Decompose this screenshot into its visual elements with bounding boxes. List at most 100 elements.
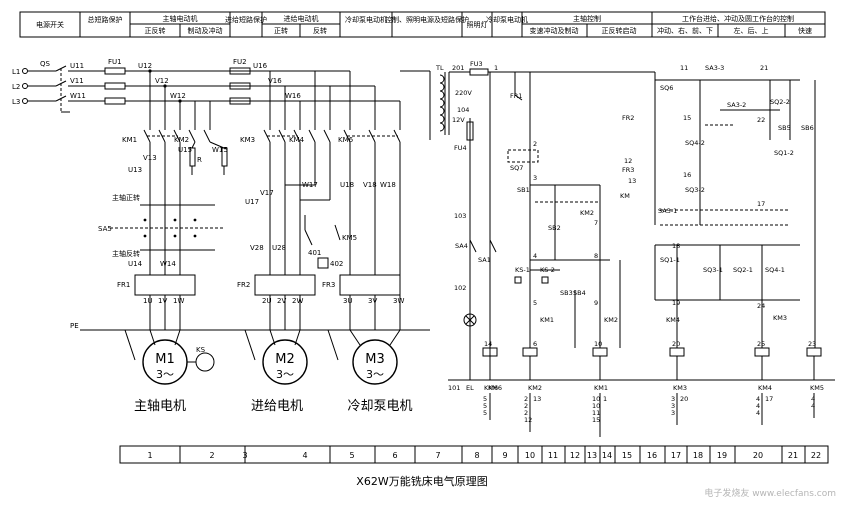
control-label: FR1	[510, 92, 522, 100]
wire-label: R	[197, 156, 202, 164]
wire-label: FU2	[233, 58, 247, 66]
contact-ref: 3	[671, 395, 675, 403]
wire-label: V17	[260, 189, 274, 197]
coil-references: KM6 KM2 KM1 KM3 KM4 5 5 5 2 2 2 12 13 10…	[483, 384, 815, 437]
footer-cell: 5	[349, 451, 354, 460]
wire-label: U12	[138, 62, 152, 70]
control-label: SQ4-1	[765, 266, 785, 274]
header-texts: 电源开关 总短路保护 主轴电动机 进给短路保护 进给电动机 冷却泵电动机 控制、…	[36, 14, 812, 35]
header-subcell: 正反转启动	[602, 26, 637, 35]
control-label: 25	[757, 340, 765, 348]
wire-label: 402	[330, 260, 343, 268]
control-label: 10	[594, 340, 602, 348]
control-label: SB6	[801, 124, 814, 132]
wire-label: U17	[245, 198, 259, 206]
control-label: 14	[484, 340, 492, 348]
control-label: SB1	[517, 186, 530, 194]
control-label: 3	[533, 174, 537, 182]
wire-label: W16	[285, 92, 301, 100]
wire-label: FR1	[117, 281, 130, 289]
control-label: 6	[533, 340, 537, 348]
wire-label: 2V	[277, 297, 286, 305]
contact-ref: 2	[524, 409, 528, 417]
control-label: KM	[620, 192, 630, 200]
wire-label: W12	[170, 92, 186, 100]
header-cell: 电源开关	[36, 20, 64, 29]
contact-ref: 4	[811, 395, 815, 403]
wire-label: V11	[70, 77, 84, 85]
control-label: SQ7	[510, 164, 523, 172]
wire-label: U28	[272, 244, 286, 252]
control-label: KM3	[773, 314, 787, 322]
control-label: FU3	[470, 60, 483, 68]
control-label: SQ3-1	[703, 266, 723, 274]
contact-ref: 2	[524, 395, 528, 403]
header-cell: 工作台进给、冲动及圆工作台的控制	[682, 14, 794, 23]
power-labels: L1 L2 L3 QS U11 V11 W11 FU1 U12 V12 W12 …	[12, 58, 404, 354]
header-table	[19, 11, 826, 38]
control-label: 19	[672, 299, 680, 307]
contact-ref: 3	[671, 402, 675, 410]
control-label: FR2	[622, 114, 634, 122]
coil-name: KM4	[758, 384, 772, 392]
control-label: 15	[683, 114, 691, 122]
footer-cell: 15	[622, 451, 632, 460]
header-cell: 控制、照明电源及短路保护	[385, 15, 469, 24]
control-label: KM2	[580, 209, 594, 217]
header-cell: 总短路保护	[88, 15, 123, 24]
header-subcell: 变速冲动及制动	[530, 26, 579, 35]
footer-cell: 17	[671, 451, 681, 460]
footer-strip	[119, 445, 829, 464]
control-label: 1	[494, 64, 498, 72]
wire-label: FU1	[108, 58, 122, 66]
wire-label: KS	[196, 346, 206, 354]
footer-cell: 18	[693, 451, 703, 460]
coil-name: KM3	[673, 384, 687, 392]
wire-label: 3V	[368, 297, 377, 305]
wire-label: U13	[128, 166, 142, 174]
contact-ref: 2	[524, 402, 528, 410]
footer-cell: 14	[602, 451, 612, 460]
contact-ref: 4	[756, 395, 760, 403]
wire-label: V13	[143, 154, 157, 162]
footer-cell: 13	[587, 451, 597, 460]
contact-ref: 17	[765, 395, 773, 403]
wire-label: 主轴反转	[112, 249, 140, 258]
motor-name: 进给电机	[251, 399, 303, 414]
coil-name: KM1	[594, 384, 608, 392]
control-label: SQ4-2	[685, 139, 705, 147]
control-label: 18	[672, 242, 680, 250]
control-label: 104	[457, 106, 469, 114]
contact-ref: 20	[680, 395, 688, 403]
motor-phase: 3～	[276, 368, 294, 381]
wire-label: W17	[302, 181, 318, 189]
contact-ref: 4	[756, 409, 760, 417]
wire-label: FR2	[237, 281, 250, 289]
control-label: SB2	[548, 224, 561, 232]
control-label: KS-1	[515, 266, 530, 274]
wire-label: PE	[70, 322, 79, 330]
control-label: SQ2-2	[770, 98, 790, 106]
control-label: 2	[533, 140, 537, 148]
control-label: 12	[624, 157, 632, 165]
footer-cell: 10	[525, 451, 535, 460]
control-label: 17	[757, 200, 765, 208]
motor-id: M3	[365, 352, 385, 367]
contact-ref: 4	[811, 402, 815, 410]
wire-label: U16	[253, 62, 268, 70]
contact-ref: 13	[533, 395, 541, 403]
motor-name: 冷却泵电机	[347, 399, 412, 414]
control-label: SQ1-1	[660, 256, 680, 264]
line-label: L1	[12, 68, 20, 76]
control-label: KM4	[666, 316, 680, 324]
control-label: 16	[683, 171, 691, 179]
footer-cell: 9	[502, 451, 507, 460]
footer-cell: 8	[474, 451, 479, 460]
wire-label: U18	[340, 181, 354, 189]
motor-phase: 3～	[366, 368, 384, 381]
footer-cell: 1	[147, 451, 152, 460]
control-label: 7	[594, 219, 598, 227]
motor-labels: M1 3～ M2 3～ M3 3～ 主轴电机 进给电机 冷却泵电机	[134, 352, 413, 414]
